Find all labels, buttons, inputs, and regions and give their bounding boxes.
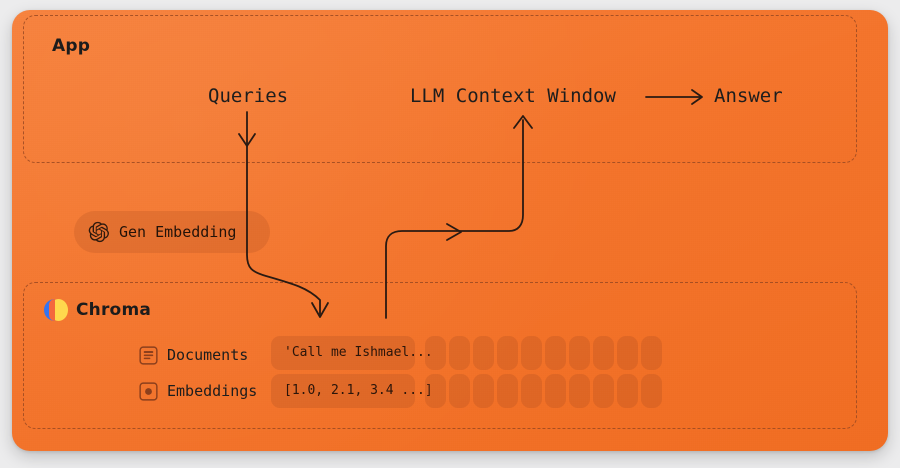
data-column [425,336,446,410]
document-cell [425,336,446,370]
embedding-cell-value: [1.0, 2.1, 3.4 ...] [284,383,433,398]
document-cell [449,336,470,370]
chroma-row-embeddings: Embeddings [139,376,257,406]
embedding-cell [521,374,542,408]
chroma-logo-icon [44,299,68,321]
answer-label: Answer [714,85,783,107]
data-column-primary: 'Call me Ishmael... [1.0, 2.1, 3.4 ...] [271,336,433,410]
gen-embedding-label: Gen Embedding [119,223,237,241]
queries-label: Queries [208,85,289,107]
embedding-cell [593,374,614,408]
data-column [569,336,590,410]
embedding-cell [449,374,470,408]
chroma-row-label: Embeddings [167,382,258,400]
document-cell [569,336,590,370]
document-cell [545,336,566,370]
embedding-cell [473,374,494,408]
embedding-cell [271,374,415,408]
vector-dot-icon [139,381,158,401]
embedding-cell [425,374,446,408]
chroma-header: Chroma [44,299,151,321]
document-cell [473,336,494,370]
app-group-title: App [52,36,91,56]
document-cell [271,336,415,370]
data-column [593,336,614,410]
data-column [473,336,494,410]
embedding-cell [497,374,518,408]
data-column [449,336,470,410]
chroma-row-label: Documents [167,346,249,364]
llm-context-window-label: LLM Context Window [410,85,616,107]
gen-embedding-pill[interactable]: Gen Embedding [74,211,270,253]
data-column [617,336,638,410]
document-cell [497,336,518,370]
document-icon [139,345,158,365]
chroma-title: Chroma [76,300,152,320]
data-column [545,336,566,410]
data-column [497,336,518,410]
embedding-cell [545,374,566,408]
openai-icon [88,221,110,243]
chroma-row-documents: Documents [139,340,248,370]
embedding-cell [641,374,662,408]
document-cell [641,336,662,370]
embedding-cell [617,374,638,408]
document-cell [617,336,638,370]
data-column [641,336,662,410]
document-cell [593,336,614,370]
data-column [521,336,542,410]
document-cell [521,336,542,370]
embedding-cell [569,374,590,408]
document-cell-value: 'Call me Ishmael... [284,345,433,360]
chroma-data-blocks: 'Call me Ishmael... [1.0, 2.1, 3.4 ...] [271,336,662,410]
